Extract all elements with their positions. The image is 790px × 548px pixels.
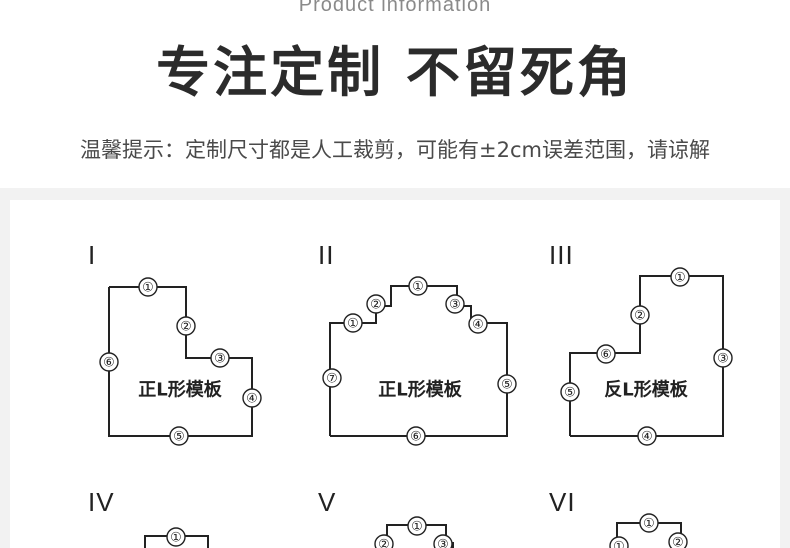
svg-text:④: ④ [641,430,653,445]
template-2-outline [329,285,508,437]
template-2-badge-5: ④ [468,314,488,334]
template-3-badge-5: ⑤ [560,382,580,402]
svg-text:②: ② [378,538,390,548]
template-2-label: 正L形模板 [378,379,462,401]
svg-text:①: ① [411,520,423,535]
template-1-outline [108,286,253,437]
svg-text:④: ④ [246,392,258,407]
template-1-badge-3: ③ [210,348,230,368]
svg-text:①: ① [170,531,182,546]
template-2-badge-2: ② [366,294,386,314]
template-1-diagram: ① ② ③ ④ ⑤ ⑥ 正L形模板 ① ② ① ③ ④ ⑤ ⑥ ⑦ 正L形模板 … [99,267,733,548]
svg-text:②: ② [634,309,646,324]
svg-text:③: ③ [449,298,461,313]
svg-text:①: ① [347,317,359,332]
svg-text:①: ① [142,281,154,296]
template-1-badge-2: ② [176,316,196,336]
tip-text: 温馨提示：定制尺寸都是人工裁剪，可能有±2cm误差范围，请谅解 [80,138,710,162]
template-4-badge-1: ① [166,527,186,547]
header: Product information 专注定制 不留死角 温馨提示：定制尺寸都… [0,0,790,188]
template-3-badge-3: ③ [713,348,733,368]
product-info-subtitle: Product information [298,0,492,16]
template-2-badge-7: ⑥ [406,426,426,446]
svg-text:②: ② [672,536,684,548]
template-1-badge-6: ⑥ [99,352,119,372]
template-3-badge-2: ② [630,305,650,325]
template-6-badge-2: ① [609,536,629,548]
svg-text:③: ③ [717,352,729,367]
svg-text:①: ① [613,540,625,548]
template-3-badge-1: ① [670,267,690,287]
svg-text:①: ① [412,280,424,295]
template-2-badge-1: ① [343,313,363,333]
template-2-numeral: II [318,240,335,270]
template-6-numeral: VI [549,487,576,517]
svg-text:②: ② [370,298,382,313]
svg-text:⑤: ⑤ [564,386,576,401]
svg-text:⑦: ⑦ [326,372,338,387]
template-2-badge-6: ⑤ [497,374,517,394]
template-2-badge-3: ① [408,276,428,296]
template-2-badge-4: ③ [445,294,465,314]
template-1-label: 正L形模板 [138,379,222,401]
template-3-outline [569,275,724,437]
svg-text:⑤: ⑤ [173,430,185,445]
template-4-numeral: IV [88,487,115,517]
template-6-badge-1: ① [639,513,659,533]
template-3-badge-4: ④ [637,426,657,446]
svg-text:①: ① [643,517,655,532]
template-1-numeral: I [88,240,97,270]
template-5-numeral: V [318,487,337,517]
svg-text:①: ① [674,271,686,286]
template-6-badge-3: ② [668,532,688,548]
template-3-badge-6: ⑥ [596,344,616,364]
template-5-badge-3: ③ [433,534,453,548]
svg-text:③: ③ [437,538,449,548]
template-1-badge-5: ⑤ [169,426,189,446]
svg-text:⑥: ⑥ [103,356,115,371]
template-3-numeral: III [549,240,574,270]
svg-text:②: ② [180,320,192,335]
template-5-badge-2: ② [374,534,394,548]
svg-text:⑤: ⑤ [501,378,513,393]
template-1-badge-1: ① [138,277,158,297]
template-5-badge-1: ① [407,516,427,536]
svg-text:③: ③ [214,352,226,367]
template-1-badge-4: ④ [242,388,262,408]
svg-text:⑥: ⑥ [600,348,612,363]
templates-panel: I ① ② ③ ④ ⑤ ⑥ 正L形模板 ① ② ① ③ ④ ⑤ ⑥ ⑦ 正L形模… [10,200,780,548]
svg-text:⑥: ⑥ [410,430,422,445]
template-3-label: 反L形模板 [604,379,688,401]
page-title: 专注定制 不留死角 [156,41,634,104]
template-2-badge-8: ⑦ [322,368,342,388]
svg-text:④: ④ [472,318,484,333]
